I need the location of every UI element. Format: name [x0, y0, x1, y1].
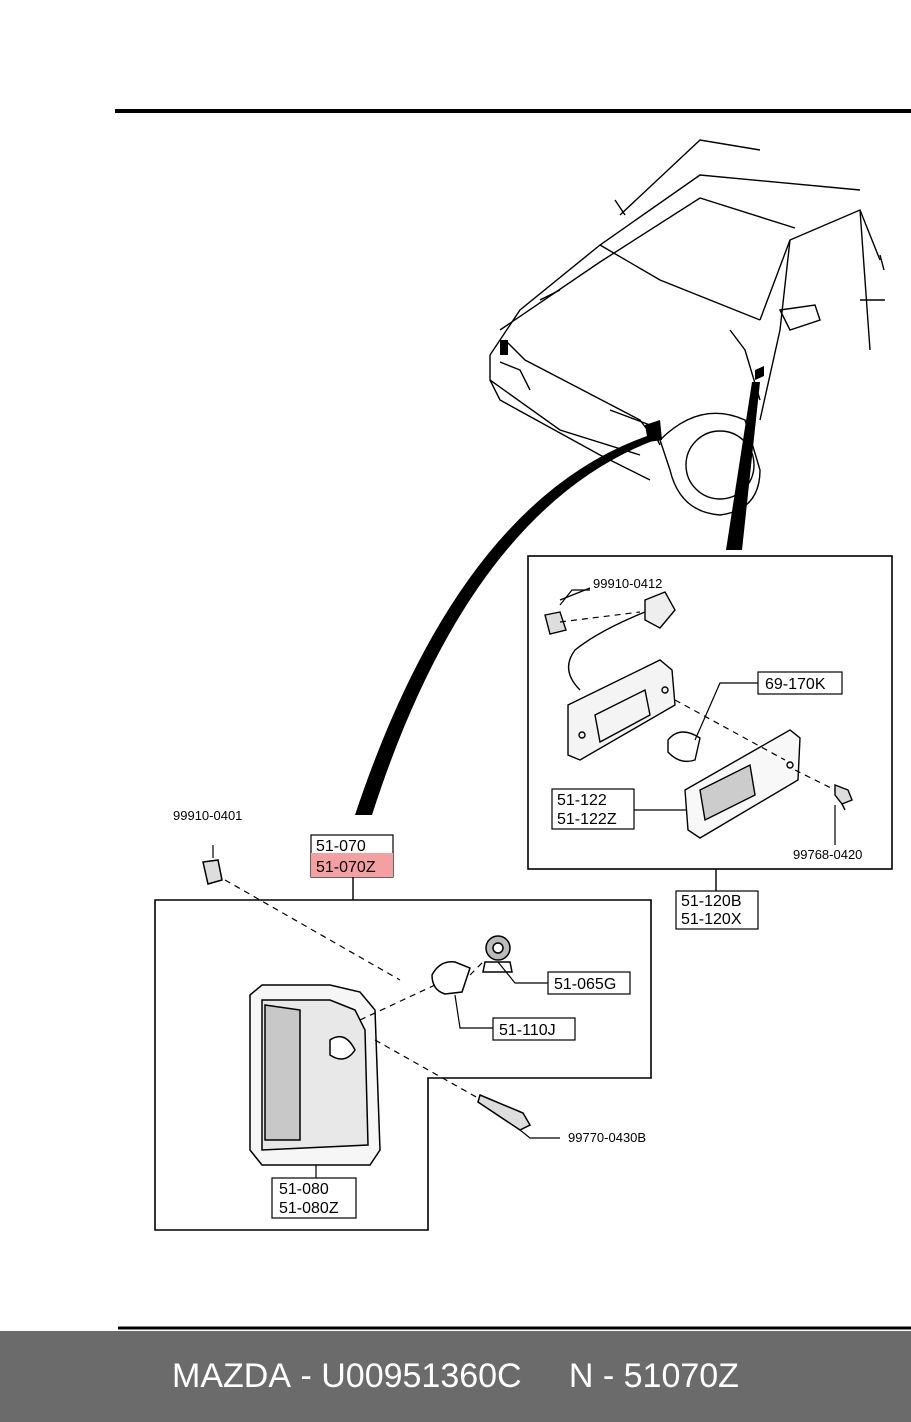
lens-label-box: [271, 1177, 357, 1219]
footer-sep-1: -: [291, 1357, 322, 1395]
corner-lamp-pointer: [355, 435, 655, 815]
label-side-lens-1: 51-122: [557, 792, 607, 809]
vehicle-lamp-mark: [500, 340, 508, 355]
parts-diagram: 99910-0401 51-070 51-070Z 51-065G 51-110…: [115, 109, 911, 1330]
footer-bar: MAZDA - U00951360C N - 51070Z: [0, 1331, 911, 1422]
footer-ref-prefix: N: [568, 1357, 594, 1395]
footer-gap: [522, 1357, 569, 1396]
label-corner-lamp-2: 51-070Z: [316, 859, 376, 876]
highlight-box: [311, 853, 393, 877]
label-socket: 51-065G: [554, 976, 616, 993]
vehicle-illustration: [489, 139, 885, 516]
label-side-lamp-1: 51-120B: [681, 893, 742, 910]
footer-sep-2: -: [593, 1357, 624, 1395]
socket-label-box: [547, 971, 631, 995]
side-lamp-pointer: [726, 382, 760, 550]
bulb-side-label-box: [757, 671, 843, 695]
label-clip-front: 99910-0401: [173, 808, 242, 823]
label-bulb-front: 51-110J: [499, 1022, 556, 1039]
side-lens-label-box: [551, 788, 635, 830]
side-lamp-parts: [544, 587, 853, 839]
label-bulb-side: 69-170K: [765, 676, 826, 693]
corner-lamp-dashes: [224, 879, 486, 1099]
side-lamp-mark: [755, 366, 764, 380]
side-lamp-label-box: [675, 890, 759, 930]
footer-part-number: U00951360C: [321, 1357, 522, 1395]
corner-leader-lines: [212, 845, 560, 1178]
label-side-lens-2: 51-122Z: [557, 811, 617, 828]
label-screw-side: 99768-0420: [793, 847, 862, 862]
bulb-front-label-box: [492, 1017, 576, 1041]
corner-lamp-parts: [202, 859, 532, 1166]
side-lamp-dashes: [559, 611, 836, 791]
side-lamp-box: [527, 555, 893, 870]
label-lens-1: 51-080: [279, 1181, 329, 1198]
label-clip-side: 99910-0412: [593, 576, 662, 591]
label-screw-front: 99770-0430B: [568, 1130, 646, 1145]
footer-brand: MAZDA: [172, 1357, 292, 1395]
label-corner-lamp-1: 51-070: [316, 838, 366, 855]
footer-ref-number: 51070Z: [623, 1357, 739, 1395]
corner-lamp-box: [154, 899, 652, 1231]
label-side-lamp-2: 51-120X: [681, 911, 742, 928]
label-lens-2: 51-080Z: [279, 1200, 339, 1217]
side-leader-lines: [559, 589, 836, 845]
